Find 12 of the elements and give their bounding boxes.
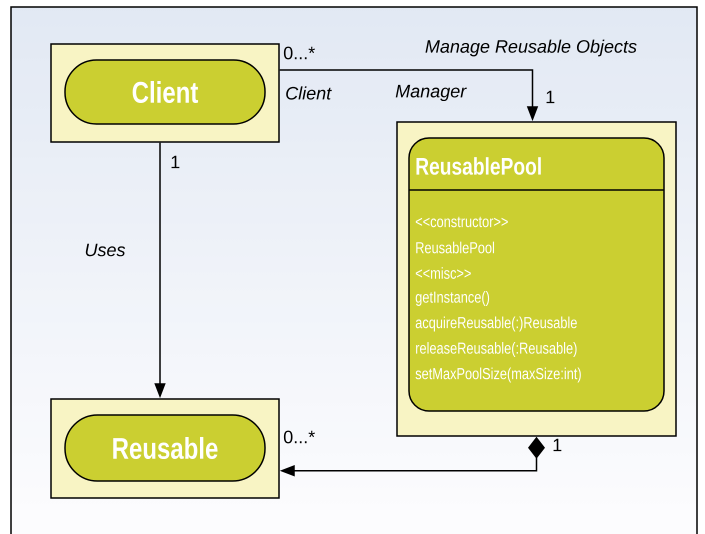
role-label: Client: [286, 86, 332, 100]
multiplicity: 0...*: [284, 430, 315, 444]
class-box: ReusablePool <<constructor>> ReusablePool <<misc>> getInstance() acquireReusable(:)Reusable releaseReusable(:Reusable) setMaxPoolSize(maxSize:int): [408, 137, 665, 412]
multiplicity: 1: [554, 438, 562, 452]
class-pill: Reusable: [64, 414, 266, 482]
role-label: Manager: [396, 84, 467, 102]
class-pill: Client: [64, 59, 266, 125]
multiplicity: 0...*: [284, 46, 315, 60]
multiplicity: 1: [546, 90, 554, 104]
multiplicity: 1: [172, 156, 180, 168]
edge-label: Manage Reusable Objects: [426, 40, 637, 56]
edge-label: Uses: [86, 244, 126, 256]
